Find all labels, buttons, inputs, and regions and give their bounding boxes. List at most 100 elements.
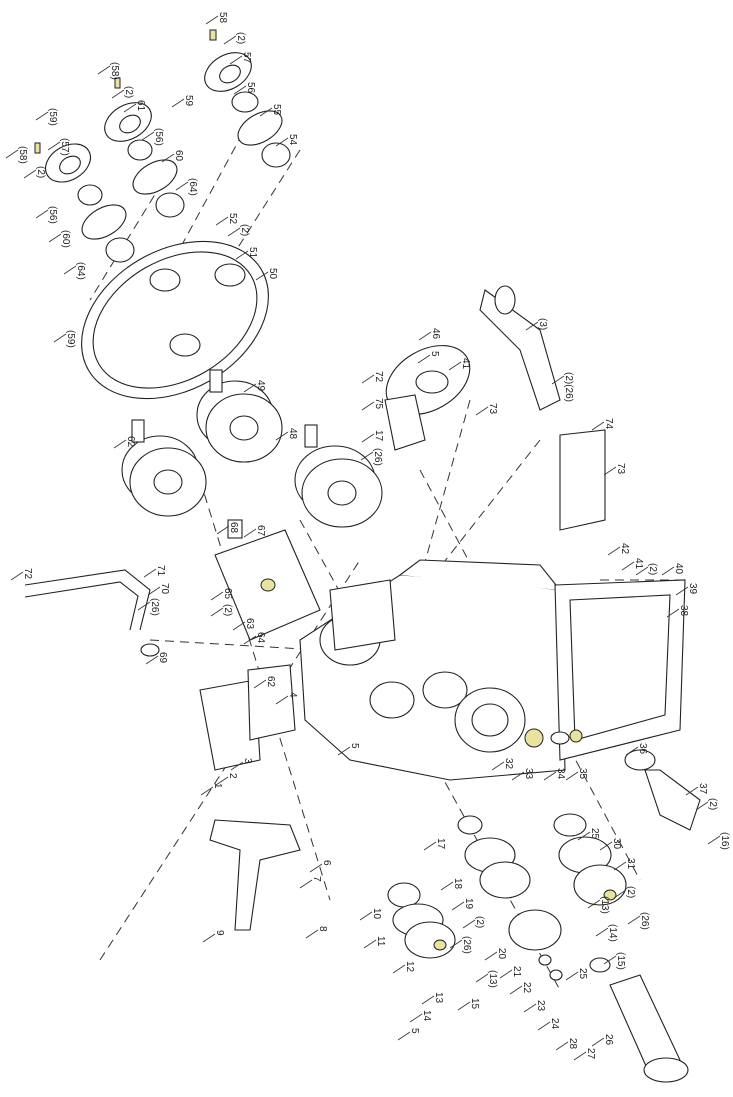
leader-line xyxy=(361,433,375,443)
part-label: (26) xyxy=(461,936,472,954)
part-label: 31 xyxy=(625,858,636,870)
part-label: 12 xyxy=(404,961,415,973)
leader-line xyxy=(484,951,498,961)
leader-line xyxy=(175,181,189,191)
plate-74 xyxy=(559,429,606,531)
part-label: 70 xyxy=(159,583,170,595)
part-label: (2) xyxy=(647,563,658,575)
gear-pack-62 xyxy=(121,419,207,517)
leader-line xyxy=(627,915,641,925)
leader-line xyxy=(361,374,375,384)
gear-pack-49 xyxy=(196,369,283,463)
leader-line xyxy=(10,571,24,581)
part-label: 58 xyxy=(217,12,228,24)
part-label: (26) xyxy=(639,912,650,930)
cover-plate-63 xyxy=(214,519,321,641)
leader-line xyxy=(573,1051,587,1061)
part-label: (2) xyxy=(35,166,46,178)
part-label: (2) xyxy=(222,604,233,616)
leader-line xyxy=(205,15,219,25)
part-label: 64 xyxy=(255,632,266,644)
part-label: (60) xyxy=(60,230,71,248)
part-label: 42 xyxy=(619,543,630,555)
leader-line xyxy=(523,1003,537,1013)
bearing-cover-group-middle xyxy=(104,77,185,218)
leader-line xyxy=(613,861,627,871)
leader-line xyxy=(47,141,61,151)
part-label: 62 xyxy=(265,676,276,688)
part-label: 36 xyxy=(637,743,648,755)
leader-line xyxy=(123,103,137,113)
part-label: 75 xyxy=(373,398,384,410)
leader-line xyxy=(440,881,454,891)
part-label: 8 xyxy=(317,926,328,932)
leader-line xyxy=(555,1041,569,1051)
leader-line xyxy=(200,786,214,796)
part-label: 38 xyxy=(678,605,689,617)
lower-flange-stack-middle xyxy=(457,815,563,981)
lower-bracket-9 xyxy=(209,819,301,931)
part-label: 54 xyxy=(287,134,298,146)
part-label: (56) xyxy=(153,128,164,146)
part-label: 20 xyxy=(496,948,507,960)
leader-line xyxy=(275,695,289,705)
part-label: (26) xyxy=(372,448,383,466)
part-label: (59) xyxy=(65,330,76,348)
leader-line xyxy=(625,746,639,756)
part-label: (14) xyxy=(607,924,618,942)
part-label: 74 xyxy=(603,418,614,430)
part-label: 14 xyxy=(421,1010,432,1022)
part-label: (58) xyxy=(109,62,120,80)
part-label: 25 xyxy=(589,828,600,840)
part-label: 25 xyxy=(577,968,588,980)
part-label: 19 xyxy=(463,898,474,910)
shaft-71 xyxy=(24,569,160,657)
part-label: 3 xyxy=(242,758,253,764)
leader-line xyxy=(35,111,49,121)
leader-line xyxy=(509,985,523,995)
leader-line xyxy=(397,1031,411,1041)
leader-line xyxy=(603,466,617,476)
leader-line xyxy=(475,406,489,416)
part-label: 55 xyxy=(271,104,282,116)
leader-line xyxy=(253,679,267,689)
part-label: 72 xyxy=(373,371,384,383)
leader-line xyxy=(685,786,699,796)
leader-line xyxy=(491,761,505,771)
leader-line xyxy=(5,149,19,159)
ring-cover-50 xyxy=(81,240,269,400)
part-label: 73 xyxy=(487,403,498,415)
leader-line xyxy=(587,899,601,909)
bearing-cover-group-upper-right xyxy=(204,29,291,168)
leader-line xyxy=(48,233,62,243)
part-label: 26 xyxy=(603,1034,614,1046)
assembly-axis-lines xyxy=(89,119,690,991)
part-label: (3) xyxy=(537,318,548,330)
side-cover-1 xyxy=(199,664,296,771)
leader-line xyxy=(137,601,151,611)
part-label: 23 xyxy=(535,1000,546,1012)
leader-line xyxy=(113,439,127,449)
part-label: 24 xyxy=(549,1018,560,1030)
leader-line xyxy=(449,939,463,949)
part-label: 28 xyxy=(567,1038,578,1050)
part-label: 69 xyxy=(157,652,168,664)
leader-line xyxy=(591,421,605,431)
lower-flange-stack-left xyxy=(387,882,456,959)
leader-line xyxy=(275,431,289,441)
leader-line xyxy=(417,354,431,364)
part-label: (59) xyxy=(47,108,58,126)
part-label: 33 xyxy=(523,768,534,780)
leader-line xyxy=(161,153,175,163)
part-label: 52 xyxy=(227,213,238,225)
leader-line xyxy=(695,801,709,811)
part-label: 57 xyxy=(241,52,252,64)
part-label: 18 xyxy=(452,878,463,890)
part-label: 15 xyxy=(469,998,480,1010)
leader-line xyxy=(360,451,374,461)
gear-pack-48 xyxy=(294,424,383,528)
part-label: (2) xyxy=(474,916,485,928)
leader-line xyxy=(421,995,435,1005)
leader-line xyxy=(675,586,689,596)
